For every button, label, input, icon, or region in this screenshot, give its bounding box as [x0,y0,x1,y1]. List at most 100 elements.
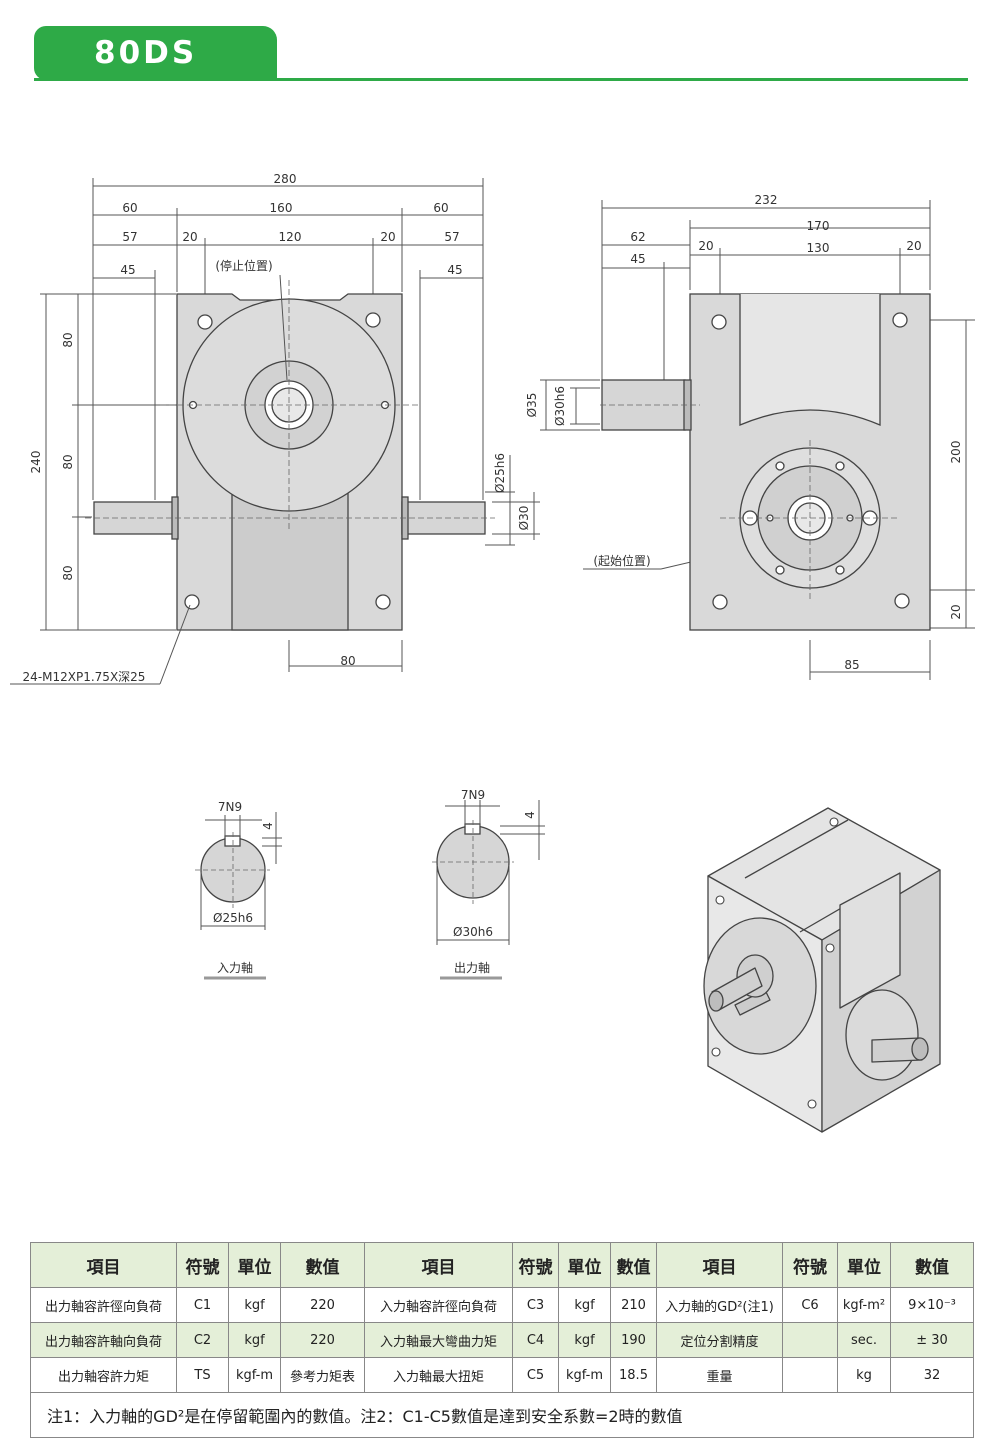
cell: sec. [837,1322,891,1358]
dim-130: 130 [807,241,830,255]
cell: 入力軸最大彎曲力矩 [364,1322,513,1358]
cell: 210 [610,1287,657,1323]
note-row: 注1：入力軸的GD²是在停留範圍內的數值。注2：C1-C5數值是達到安全系數=2… [30,1392,974,1438]
dim-160: 160 [270,201,293,215]
dim-d35-shaft: Ø35 [525,393,539,418]
cell: kgf-m² [837,1287,891,1323]
cell: 入力軸最大扭矩 [364,1357,513,1393]
col-value: 數值 [280,1242,365,1288]
cell: 出力軸容許力矩 [30,1357,177,1393]
dim-200: 200 [949,441,963,464]
cell: 入力軸的GD²(注1) [656,1287,783,1323]
dim-80-low: 80 [61,565,75,580]
dim-85-bottom: 85 [844,658,859,672]
dim-20-right: 20 [380,230,395,244]
cell: 出力軸容許徑向負荷 [30,1287,177,1323]
cell: ± 30 [890,1322,974,1358]
cell [782,1357,838,1393]
col-symbol: 符號 [176,1242,229,1288]
dim-20-vert: 20 [949,604,963,619]
cell: C4 [512,1322,559,1358]
dim-80-top: 80 [61,332,75,347]
thread-spec-label: 24-M12XP1.75X深25 [23,670,146,684]
dim-20-left: 20 [182,230,197,244]
cell: C2 [176,1322,229,1358]
col-item: 項目 [364,1242,513,1288]
technical-drawing: 280 60 160 60 57 20 120 20 57 45 45 (停止位… [10,172,975,1133]
cell: 18.5 [610,1357,657,1393]
spec-header-row: 項目 符號 單位 數值 項目 符號 單位 數值 項目 符號 單位 數值 [30,1242,974,1288]
stop-position-label: (停止位置) [215,258,272,273]
dim-60-right: 60 [433,201,448,215]
output-shaft-label: 出力軸 [454,961,490,975]
col-symbol: 符號 [512,1242,559,1288]
col-unit: 單位 [558,1242,611,1288]
cell: TS [176,1357,229,1393]
cell: C6 [782,1287,838,1323]
col-symbol: 符號 [782,1242,838,1288]
dim-20-r-left: 20 [698,239,713,253]
input-key-width: 7N9 [218,800,242,814]
cell: kgf [228,1322,281,1358]
table-row: 出力軸容許力矩 TS kgf-m 參考力矩表 入力軸最大扭矩 C5 kgf-m … [30,1357,974,1393]
dim-45-left: 45 [120,263,135,277]
cell: 入力軸容許徑向負荷 [364,1287,513,1323]
dim-d30-shaft: Ø30 [517,506,531,531]
col-unit: 單位 [228,1242,281,1288]
cell: 32 [890,1357,974,1393]
input-key-depth: 4 [261,822,275,830]
col-unit: 單位 [837,1242,891,1288]
output-key-width: 7N9 [461,788,485,802]
dim-20-r-right: 20 [906,239,921,253]
col-item: 項目 [30,1242,177,1288]
start-position-label: (起始位置) [593,553,650,568]
table-row: 出力軸容許徑向負荷 C1 kgf 220 入力軸容許徑向負荷 C3 kgf 21… [30,1287,974,1323]
cell [782,1322,838,1358]
dim-45-right: 45 [447,263,462,277]
dim-57-right: 57 [444,230,459,244]
dim-d25h6-shaft: Ø25h6 [493,453,507,493]
dim-232: 232 [755,193,778,207]
cell: 出力軸容許軸向負荷 [30,1322,177,1358]
model-title-tab: 80DS [34,26,277,80]
col-item: 項目 [656,1242,783,1288]
spec-table: 項目 符號 單位 數值 項目 符號 單位 數值 項目 符號 單位 數值 出力軸容… [30,1242,974,1438]
cell: C1 [176,1287,229,1323]
cell: 9×10⁻³ [890,1287,974,1323]
cell: kgf-m [228,1357,281,1393]
col-value: 數值 [890,1242,974,1288]
dim-62: 62 [630,230,645,244]
input-shaft-label: 入力軸 [217,961,253,975]
cell: 重量 [656,1357,783,1393]
header-rule [34,78,968,81]
dim-120: 120 [279,230,302,244]
cell: kgf [558,1322,611,1358]
col-value: 數值 [610,1242,657,1288]
cell: 190 [610,1322,657,1358]
output-key-depth: 4 [523,811,537,819]
cell: C5 [512,1357,559,1393]
dim-d30h6-shaft: Ø30h6 [553,386,567,426]
model-title: 80DS [94,35,198,71]
output-key-diameter: Ø30h6 [453,925,493,939]
dim-280: 280 [274,172,297,186]
cell: 220 [280,1287,365,1323]
dim-45-r: 45 [630,252,645,266]
dim-80-mid: 80 [61,454,75,469]
cell: 定位分割精度 [656,1322,783,1358]
dim-240: 240 [29,451,43,474]
dim-60-left: 60 [122,201,137,215]
cell: kgf [558,1287,611,1323]
input-key-diameter: Ø25h6 [213,911,253,925]
dim-80-bottom: 80 [340,654,355,668]
cell: kgf-m [558,1357,611,1393]
cell: 參考力矩表 [280,1357,365,1393]
cell: kg [837,1357,891,1393]
dim-170: 170 [807,219,830,233]
cell: C3 [512,1287,559,1323]
spec-note: 注1：入力軸的GD²是在停留範圍內的數值。注2：C1-C5數值是達到安全系數=2… [30,1392,974,1438]
dim-57-left: 57 [122,230,137,244]
cell: kgf [228,1287,281,1323]
table-row: 出力軸容許軸向負荷 C2 kgf 220 入力軸最大彎曲力矩 C4 kgf 19… [30,1322,974,1358]
cell: 220 [280,1322,365,1358]
